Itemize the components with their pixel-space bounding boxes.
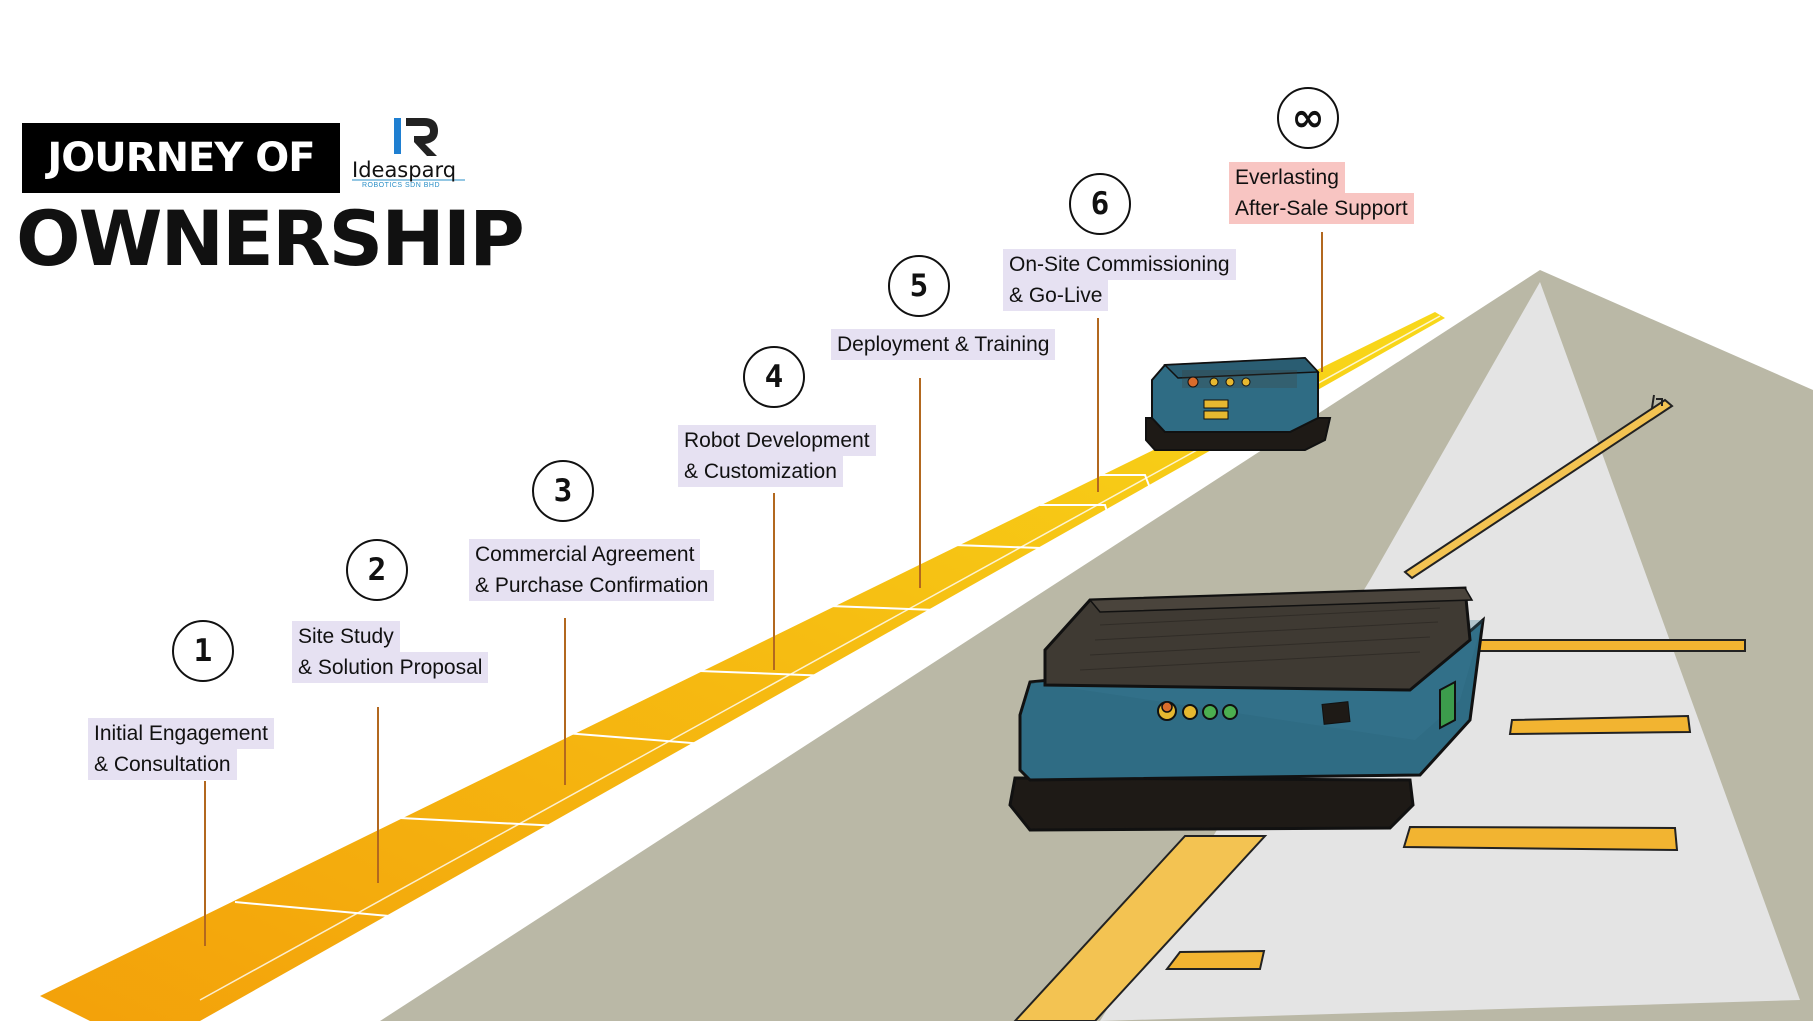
step-infinity-line2: After-Sale Support xyxy=(1229,193,1414,224)
step-2-label: Site Study & Solution Proposal xyxy=(292,621,489,683)
step-infinity-label: Everlasting After-Sale Support xyxy=(1229,162,1414,224)
step-2-number: 2 xyxy=(346,539,408,601)
step-1-number: 1 xyxy=(172,620,234,682)
title-line1: JOURNEY OF xyxy=(47,135,315,181)
step-5-line1: Deployment & Training xyxy=(831,329,1056,360)
step-1-line2: & Consultation xyxy=(88,749,237,780)
title-line2: OWNERSHIP xyxy=(16,194,525,283)
step-3-line1: Commercial Agreement xyxy=(469,539,701,570)
step-1-line1: Initial Engagement xyxy=(88,718,274,749)
step-3-line2: & Purchase Confirmation xyxy=(469,570,715,601)
step-4-line1: Robot Development xyxy=(678,425,876,456)
step-6-number: 6 xyxy=(1069,173,1131,235)
step-connectors xyxy=(204,232,1323,946)
step-6-line2: & Go-Live xyxy=(1003,280,1109,311)
logo-name: Ideasparq xyxy=(352,158,457,182)
step-4-label: Robot Development & Customization xyxy=(678,425,876,487)
step-3-label: Commercial Agreement & Purchase Confirma… xyxy=(469,539,715,601)
ideasparq-logo-mark xyxy=(394,118,438,156)
robot-far xyxy=(1145,356,1332,451)
title-box: JOURNEY OF xyxy=(22,123,340,193)
step-2-line2: & Solution Proposal xyxy=(292,652,489,683)
step-4-number: 4 xyxy=(743,346,805,408)
robot-near xyxy=(1008,586,1485,832)
step-4-line2: & Customization xyxy=(678,456,843,487)
step-2-line1: Site Study xyxy=(292,621,400,652)
step-6-label: On-Site Commissioning & Go-Live xyxy=(1003,249,1236,311)
yellow-road xyxy=(40,312,1445,1021)
step-infinity-number: ∞ xyxy=(1277,87,1339,149)
logo-subtitle: ROBOTICS SDN BHD xyxy=(362,182,441,189)
step-6-line1: On-Site Commissioning xyxy=(1003,249,1236,280)
floor-lane-markings xyxy=(1013,394,1746,1021)
step-3-number: 3 xyxy=(532,460,594,522)
step-5-label: Deployment & Training xyxy=(831,329,1056,360)
road-segments xyxy=(234,474,1151,946)
step-5-number: 5 xyxy=(888,255,950,317)
step-1-label: Initial Engagement & Consultation xyxy=(88,718,274,780)
step-infinity-line1: Everlasting xyxy=(1229,162,1345,193)
